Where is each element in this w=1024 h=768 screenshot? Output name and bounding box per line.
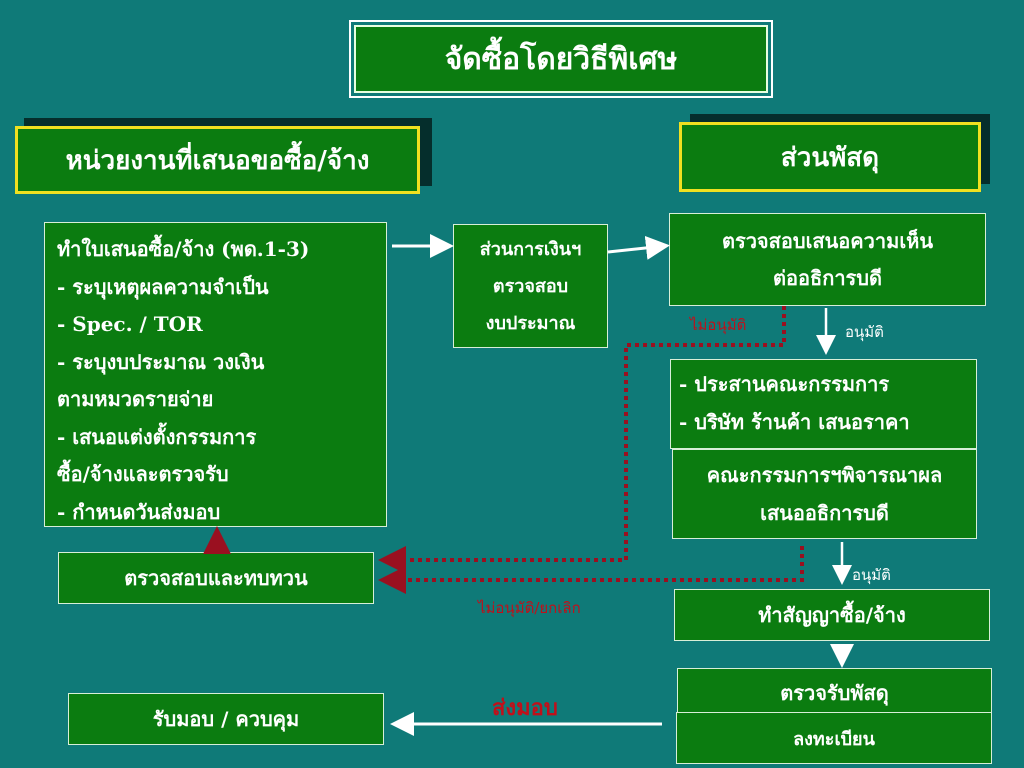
deliver-label: ส่งมอบ — [492, 695, 558, 721]
check-review-box: ตรวจสอบและทบทวน — [58, 552, 374, 604]
request-line: - ระบุงบประมาณ วงเงิน — [57, 349, 265, 374]
left-header: หน่วยงานที่เสนอขอซื้อ/จ้าง — [15, 126, 420, 194]
request-line: - เสนอแต่งตั้งกรรมการ — [57, 424, 257, 449]
review-line: ต่ออธิการบดี — [773, 265, 882, 290]
arrow-finance-to-review — [607, 235, 670, 260]
dotted-not-approved-path — [378, 306, 786, 574]
request-line: ตามหมวดรายจ่าย — [57, 387, 214, 411]
coordinate-line: - ประสานคณะกรรมการ — [679, 372, 890, 396]
request-line: ซื้อ/จ้างและตรวจรับ — [57, 462, 229, 486]
review-opinion-box: ตรวจสอบเสนอความเห็น ต่ออธิการบดี — [669, 213, 986, 306]
contract-label: ทำสัญญาซื้อ/จ้าง — [758, 603, 906, 627]
committee-box: คณะกรรมการฯพิจารณาผล เสนออธิการบดี — [672, 449, 977, 539]
register-label: ลงทะเบียน — [793, 728, 875, 750]
finance-line: งบประมาณ — [485, 312, 576, 334]
coordinate-line: - บริษัท ร้านค้า เสนอราคา — [679, 410, 910, 434]
review-line: ตรวจสอบเสนอความเห็น — [721, 228, 934, 253]
check-review-label: ตรวจสอบและทบทวน — [124, 566, 308, 590]
committee-line: คณะกรรมการฯพิจารณาผล — [706, 463, 943, 487]
inspect-goods-label: ตรวจรับพัสดุ — [780, 681, 889, 705]
request-line: ทำใบเสนอซื้อ/จ้าง (พด.1-3) — [57, 237, 310, 261]
right-header: ส่วนพัสดุ — [679, 122, 981, 192]
request-line: - กำหนดวันส่งมอบ — [57, 499, 221, 524]
not-approved-label: ไม่อนุมัติ — [690, 316, 747, 334]
finance-line: ส่วนการเงินฯ — [479, 238, 582, 260]
left-header-text: หน่วยงานที่เสนอขอซื้อ/จ้าง — [65, 145, 370, 176]
page-title-text: จัดซื้อโดยวิธีพิเศษ — [444, 41, 678, 77]
coordinate-box: - ประสานคณะกรรมการ - บริษัท ร้านค้า เสนอ… — [670, 359, 977, 449]
register-box: ลงทะเบียน — [676, 712, 992, 764]
approved-label-1: อนุมัติ — [845, 323, 884, 341]
committee-line: เสนออธิการบดี — [760, 501, 889, 525]
finance-line: ตรวจสอบ — [492, 275, 569, 297]
right-header-text: ส่วนพัสดุ — [780, 142, 880, 173]
inspect-goods-box: ตรวจรับพัสดุ — [677, 668, 992, 718]
receive-control-box: รับมอบ / ควบคุม — [68, 693, 384, 745]
receive-control-label: รับมอบ / ควบคุม — [152, 707, 300, 731]
page-title: จัดซื้อโดยวิธีพิเศษ — [349, 20, 773, 98]
approved-label-2: อนุมัติ — [852, 566, 891, 584]
request-line: - Spec. / TOR — [57, 312, 203, 336]
contract-box: ทำสัญญาซื้อ/จ้าง — [674, 589, 990, 641]
request-line: - ระบุเหตุผลความจำเป็น — [57, 274, 269, 299]
finance-check-box: ส่วนการเงินฯ ตรวจสอบ งบประมาณ — [453, 224, 608, 348]
dotted-cancel-path — [378, 546, 804, 594]
purchase-request-box: ทำใบเสนอซื้อ/จ้าง (พด.1-3) - ระบุเหตุผลค… — [44, 222, 387, 527]
not-approved-cancel-label: ไม่อนุมัติ/ยกเลิก — [478, 599, 581, 617]
